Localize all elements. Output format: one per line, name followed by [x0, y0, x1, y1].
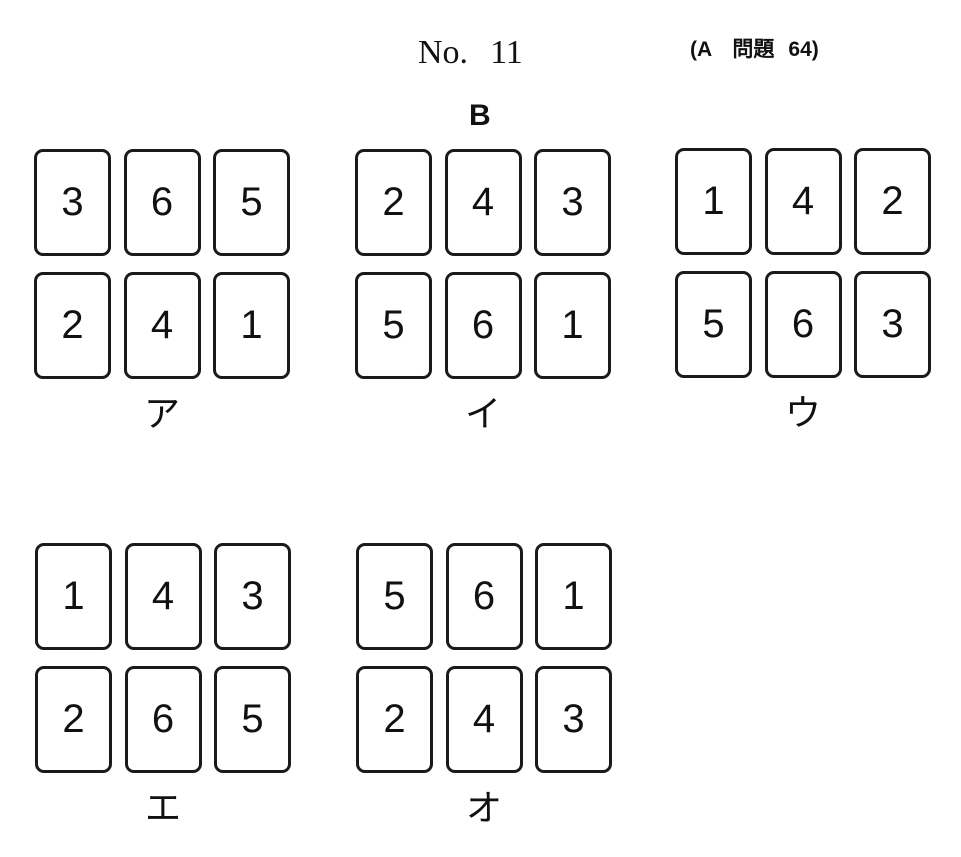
option-label: ア — [143, 394, 180, 435]
card-row-top: 5 6 1 — [356, 543, 612, 650]
card-row-top: 1 4 3 — [35, 543, 291, 650]
card: 4 — [445, 666, 523, 773]
card: 3 — [535, 666, 612, 773]
option-label: ウ — [784, 393, 821, 434]
problem-number-value: 11 — [490, 34, 523, 71]
card: 6 — [444, 272, 522, 379]
problem-reference: (A 問題 64) — [690, 36, 819, 64]
card: 1 — [213, 272, 290, 379]
target-label: B — [469, 99, 491, 132]
card-row-bottom: 5 6 3 — [675, 271, 931, 378]
card: 3 — [854, 271, 931, 378]
card: 2 — [854, 148, 931, 255]
arrangement-i: 2 4 3 5 6 1 イ — [355, 149, 611, 435]
card-row-bottom: 2 6 5 — [35, 666, 291, 773]
card: 4 — [123, 272, 201, 379]
problem-reference-value: 64) — [788, 38, 819, 61]
card-row-bottom: 2 4 3 — [356, 666, 612, 773]
card: 3 — [534, 149, 611, 256]
card: 2 — [355, 149, 432, 256]
card: 4 — [444, 149, 522, 256]
arrangement-o: 5 6 1 2 4 3 オ — [356, 543, 612, 829]
card: 5 — [213, 149, 290, 256]
card: 2 — [356, 666, 433, 773]
problem-number-label: No. — [418, 34, 469, 71]
card-row-bottom: 5 6 1 — [355, 272, 611, 379]
arrangement-e: 1 4 3 2 6 5 エ — [35, 543, 291, 829]
card-row-top: 1 4 2 — [675, 148, 931, 255]
card: 3 — [34, 149, 111, 256]
option-label: オ — [465, 788, 502, 829]
card-row-top: 2 4 3 — [355, 149, 611, 256]
arrangement-a: 3 6 5 2 4 1 ア — [34, 149, 290, 435]
card: 5 — [356, 543, 433, 650]
card-row-top: 3 6 5 — [34, 149, 290, 256]
card: 6 — [124, 666, 202, 773]
card: 1 — [675, 148, 752, 255]
card-row-bottom: 2 4 1 — [34, 272, 290, 379]
card: 2 — [35, 666, 112, 773]
card: 6 — [123, 149, 201, 256]
card: 6 — [445, 543, 523, 650]
problem-number: No. 11 — [418, 30, 523, 76]
option-label: イ — [464, 394, 501, 435]
card: 3 — [214, 543, 291, 650]
arrangement-u: 1 4 2 5 6 3 ウ — [675, 148, 931, 434]
problem-reference-label: (A 問題 — [690, 38, 775, 61]
card: 6 — [764, 271, 842, 378]
card: 2 — [34, 272, 111, 379]
card: 1 — [535, 543, 612, 650]
card: 5 — [675, 271, 752, 378]
card: 4 — [124, 543, 202, 650]
card: 4 — [764, 148, 842, 255]
card: 1 — [534, 272, 611, 379]
card: 5 — [355, 272, 432, 379]
option-label: エ — [144, 788, 181, 829]
card: 1 — [35, 543, 112, 650]
card: 5 — [214, 666, 291, 773]
